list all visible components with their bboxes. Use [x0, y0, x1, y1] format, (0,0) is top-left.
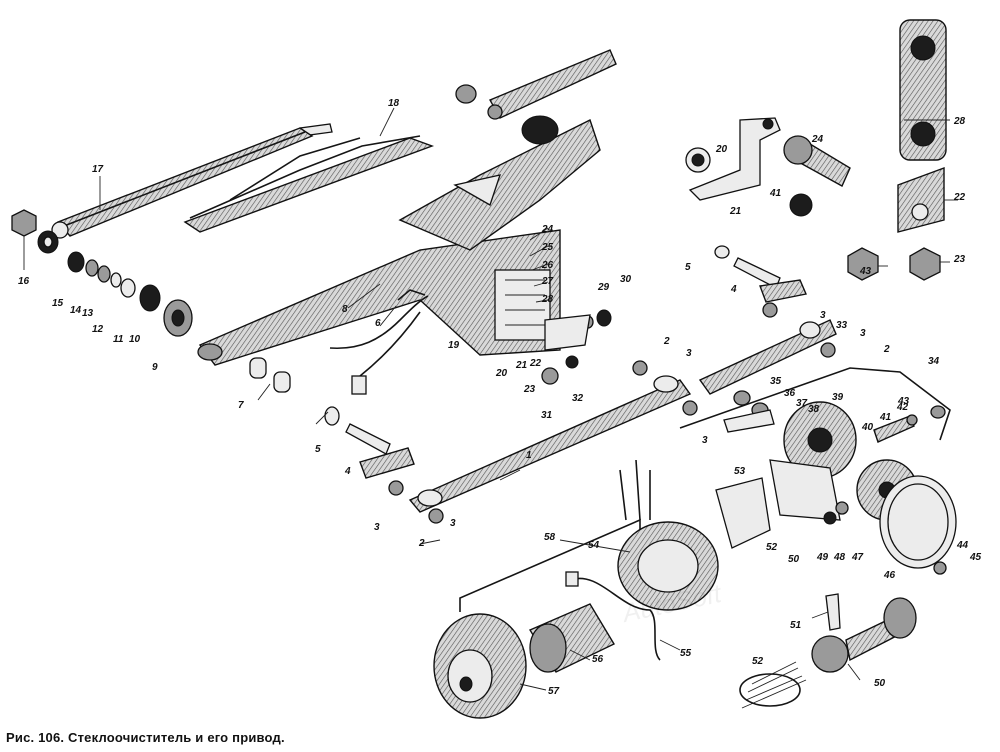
connecting-rod: [408, 319, 837, 524]
callout: 2: [883, 344, 890, 355]
callout: 1: [526, 450, 532, 461]
callout: 33: [836, 320, 848, 331]
callout: 3: [860, 328, 866, 339]
callout: 17: [92, 164, 104, 175]
callout: 10: [129, 334, 141, 345]
linkage-frame: [197, 49, 617, 366]
callout: 12: [92, 324, 104, 335]
callout: 27: [541, 276, 554, 287]
callout: 4: [730, 284, 737, 295]
callout: 42: [896, 402, 909, 413]
callouts: 1 2 2 2 3 3 3 3 3 3 4 4 5 5 6 7 8 9 10 1…: [18, 98, 982, 697]
callout: 3: [820, 310, 826, 321]
callout: 55: [680, 648, 692, 659]
callout: 2: [663, 336, 670, 347]
callout: 50: [788, 554, 800, 565]
callout: 22: [529, 358, 542, 369]
callout: 52: [752, 656, 764, 667]
callout: 9: [152, 362, 158, 373]
callout: 53: [734, 466, 746, 477]
callout: 29: [597, 282, 610, 293]
callout: 22: [953, 192, 966, 203]
callout: 44: [956, 540, 969, 551]
crank-upper: [714, 245, 807, 318]
callout: 41: [769, 188, 782, 199]
callout: 3: [450, 518, 456, 529]
fastener-stack: [11, 209, 193, 337]
callout: 34: [928, 356, 940, 367]
callout: 31: [541, 410, 553, 421]
callout: 43: [859, 266, 872, 277]
callout: 21: [515, 360, 528, 371]
callout: 13: [82, 308, 94, 319]
callout: 16: [18, 276, 30, 287]
callout: 3: [686, 348, 692, 359]
callout: 25: [541, 242, 554, 253]
callout: 54: [588, 540, 600, 551]
wiring-harness: [329, 289, 429, 395]
callout: 58: [544, 532, 556, 543]
callout: 15: [52, 298, 64, 309]
callout: 57: [548, 686, 560, 697]
callout: 3: [702, 435, 708, 446]
callout: 47: [851, 552, 864, 563]
callout: 35: [770, 376, 782, 387]
callout: 18: [388, 98, 400, 109]
small-fasteners: [541, 309, 612, 385]
callout: 23: [953, 254, 966, 265]
callout: 56: [592, 654, 604, 665]
spring-and-shaft: [739, 593, 917, 709]
callout: 8: [342, 304, 348, 315]
callout: 46: [883, 570, 896, 581]
callout: 28: [953, 116, 966, 127]
callout: 43: [897, 396, 910, 407]
callout: 39: [832, 392, 844, 403]
callout: 19: [448, 340, 460, 351]
figure-caption: Рис. 106. Стеклоочиститель и его привод.: [6, 730, 285, 745]
callout: 52: [766, 542, 778, 553]
callout: 20: [715, 144, 728, 155]
callout: 23: [523, 384, 536, 395]
callout: 51: [790, 620, 802, 631]
callout: 2: [418, 538, 425, 549]
callout: 36: [784, 388, 796, 399]
callout: 5: [685, 262, 691, 273]
callout: 20: [495, 368, 508, 379]
gearbox-assembly: [679, 367, 957, 575]
callout: 26: [541, 260, 554, 271]
callout: 50: [874, 678, 886, 689]
callout: 37: [796, 398, 808, 409]
callout: 24: [811, 134, 824, 145]
callout: 45: [969, 552, 982, 563]
callout: 14: [70, 305, 82, 316]
callout: 32: [572, 393, 584, 404]
callout: 5: [315, 444, 321, 455]
crank-lower: [324, 406, 415, 496]
top-right-parts: [685, 19, 947, 281]
bushings: [249, 357, 291, 393]
leader-lines: [23, 107, 958, 691]
callout: 28: [541, 294, 554, 305]
callout: 30: [620, 274, 632, 285]
callout: 41: [879, 412, 892, 423]
motor-assembly: [433, 459, 719, 719]
callout: 38: [808, 404, 820, 415]
wiper-blade: [183, 123, 435, 233]
callout: 49: [816, 552, 829, 563]
callout: 6: [375, 318, 381, 329]
callout: 7: [238, 400, 244, 411]
callout: 4: [344, 466, 351, 477]
callout: 21: [729, 206, 742, 217]
callout: 11: [113, 334, 124, 345]
callout: 3: [374, 522, 380, 533]
callout: 48: [833, 552, 846, 563]
callout: 24: [541, 224, 554, 235]
wiper-arm: [51, 127, 314, 239]
callout: 40: [861, 422, 874, 433]
